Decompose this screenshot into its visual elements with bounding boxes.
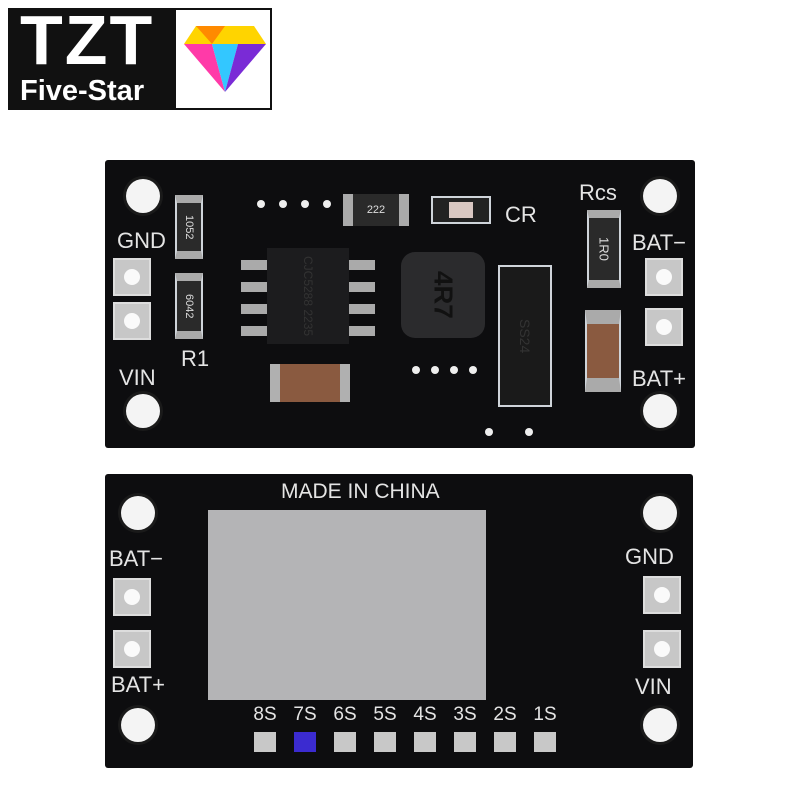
bat-minus-label: BAT− [632,230,687,255]
bat-minus-label: BAT− [109,546,164,571]
solder-jumper-pad[interactable] [454,732,476,752]
solder-jumper-pad[interactable] [534,732,556,752]
via [301,200,309,208]
cell-selector-1s[interactable]: 1S [525,704,565,752]
bat-minus-pad[interactable] [645,258,683,296]
vin-pad[interactable] [643,630,681,668]
ic-lead [241,304,267,314]
vin-label: VIN [635,674,672,699]
ic-lead [241,326,267,336]
ic-lead [349,260,375,270]
cell-selector-6s[interactable]: 6S [325,704,365,752]
vin-label: VIN [119,365,156,390]
ic-lead [241,282,267,292]
cell-selector-group: 8S 7S 6S 5S 4S 3S 2S 1S [245,704,565,752]
cell-selector-5s[interactable]: 5S [365,704,405,752]
copper-shield-area [208,510,486,700]
solder-jumper-pad[interactable] [494,732,516,752]
mounting-hole [126,394,160,428]
solder-jumper-pad[interactable] [414,732,436,752]
logo-tagline: Five-Star [20,75,145,107]
gnd-label: GND [625,544,674,569]
solder-jumper-pad[interactable] [374,732,396,752]
rcs-label: Rcs [579,180,617,205]
diode-ss24: SS24 [498,265,552,407]
mounting-hole [643,708,677,742]
resistor-6042: 6042 [175,273,203,339]
mounting-hole [126,179,160,213]
solder-jumper-pad-selected[interactable] [294,732,316,752]
ic-lead [349,304,375,314]
mounting-hole [643,496,677,530]
mounting-hole [643,179,677,213]
cell-selector-7s[interactable]: 7S [285,704,325,752]
logo-brand: TZT [20,10,155,79]
via [323,200,331,208]
gnd-pad[interactable] [643,576,681,614]
via [450,366,458,374]
resistor-222: 222 [343,194,409,226]
ic-lead [349,282,375,292]
solder-jumper-pad[interactable] [334,732,356,752]
r1-label: R1 [181,346,210,371]
via [469,366,477,374]
cell-selector-4s[interactable]: 4S [405,704,445,752]
gnd-pad[interactable] [113,258,151,296]
mounting-hole [121,708,155,742]
made-in-china-marking: MADE IN CHINA [281,480,440,503]
resistor-rcs: 1R0 [587,210,621,288]
gnd-label: GND [117,228,166,253]
via [257,200,265,208]
bat-plus-label: BAT+ [632,366,687,391]
via [279,200,287,208]
ic-lead [241,260,267,270]
bat-plus-pad[interactable] [645,308,683,346]
diamond-icon [184,26,266,92]
capacitor [270,364,350,402]
capacitor [585,310,621,392]
solder-jumper-pad[interactable] [254,732,276,752]
mounting-hole [121,496,155,530]
bat-plus-label: BAT+ [111,672,166,697]
inductor: 4R7 [401,252,485,338]
led-cr [431,196,491,224]
via [525,428,533,436]
via [431,366,439,374]
mounting-hole [643,394,677,428]
cr-label: CR [505,202,537,227]
cell-selector-3s[interactable]: 3S [445,704,485,752]
logo-background: TZT Five-Star [10,10,176,108]
controller-ic: CJC5288 2235 [267,248,349,344]
via [412,366,420,374]
ic-lead [349,326,375,336]
bat-plus-pad[interactable] [113,630,151,668]
pcb-top-side: GND VIN 1052 6042 R1 CJC5288 2235 222 CR… [105,160,695,448]
bat-minus-pad[interactable] [113,578,151,616]
cell-selector-8s[interactable]: 8S [245,704,285,752]
resistor-1052: 1052 [175,195,203,259]
cell-selector-2s[interactable]: 2S [485,704,525,752]
brand-logo: TZT Five-Star [8,8,272,110]
vin-pad[interactable] [113,302,151,340]
pcb-bottom-side: MADE IN CHINA BAT− BAT+ GND VIN 8S 7S 6S… [105,474,693,768]
via [485,428,493,436]
